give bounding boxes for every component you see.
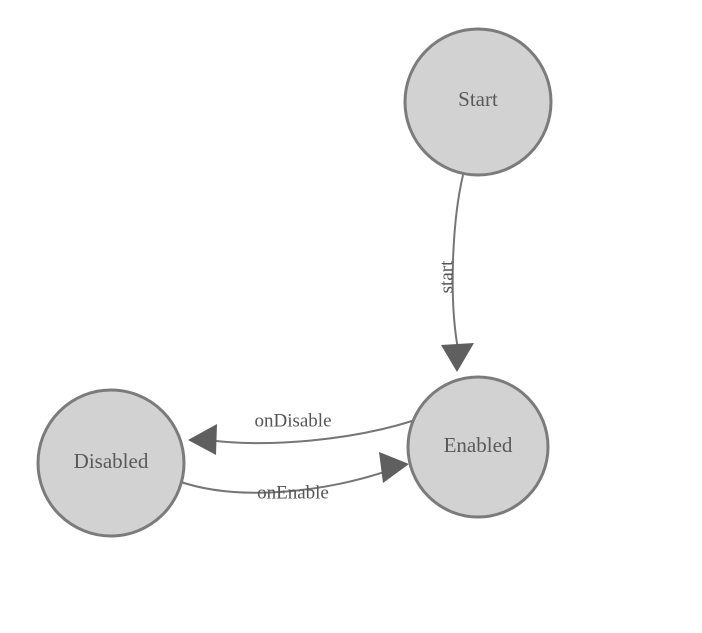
- node-group: Start Disabled Enabled: [36, 27, 553, 538]
- node-shape-disabled: [36, 388, 186, 538]
- edge-enabled-to-disabled[interactable]: onDisable: [188, 411, 413, 456]
- edge-path-start-to-enabled: [451, 174, 464, 350]
- node-disabled[interactable]: Disabled: [36, 388, 186, 538]
- edge-disabled-to-enabled[interactable]: onEnable: [177, 452, 409, 504]
- node-shape-enabled: [406, 375, 550, 519]
- arrowhead-icon-disabled-to-enabled: [379, 452, 409, 483]
- edge-label-ondisable: onDisable: [254, 411, 331, 432]
- node-label-enabled: Enabled: [444, 433, 513, 457]
- node-start[interactable]: Start: [403, 27, 553, 177]
- node-shape-start: [403, 27, 553, 177]
- arrowhead-icon-enabled-to-disabled: [188, 424, 217, 455]
- node-enabled[interactable]: Enabled: [406, 375, 550, 519]
- edge-label-start: start: [437, 260, 458, 293]
- edge-start-to-enabled[interactable]: start: [437, 174, 475, 372]
- node-label-disabled: Disabled: [74, 449, 149, 473]
- arrowhead-icon-start-to-enabled: [441, 343, 474, 372]
- edge-path-enabled-to-disabled: [207, 420, 413, 445]
- edge-label-onenable: onEnable: [257, 483, 329, 504]
- edge-group: start onDisable onEnable: [177, 174, 475, 504]
- edge-path-disabled-to-enabled: [177, 469, 391, 494]
- node-label-start: Start: [458, 87, 498, 111]
